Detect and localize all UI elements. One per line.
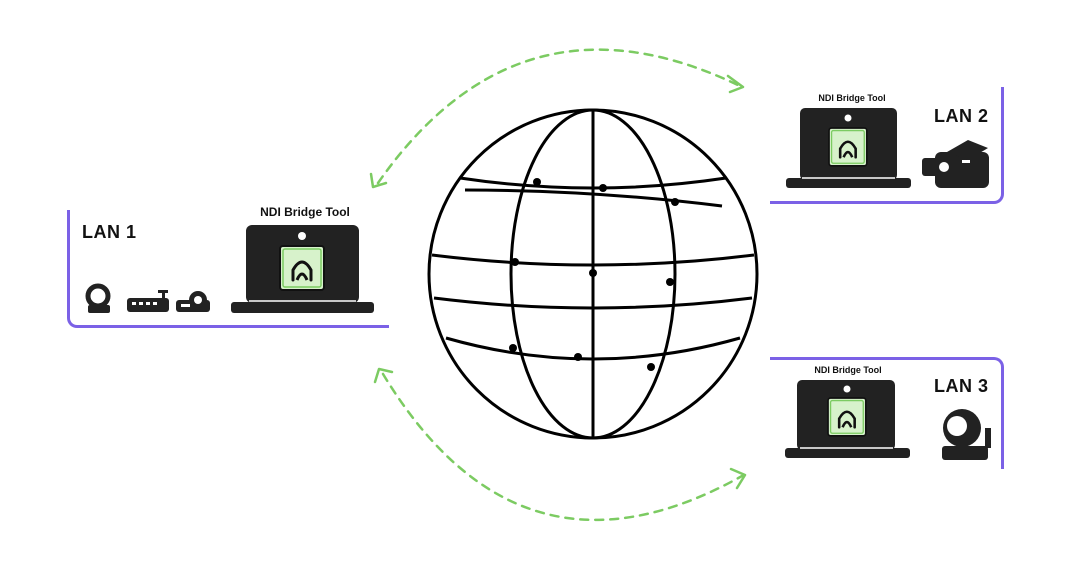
arrowhead-lan1-top [369, 172, 388, 189]
arrowhead-lan3 [729, 467, 747, 490]
ndi-bridge-app-icon [827, 126, 869, 168]
lan2-tool-label: NDI Bridge Tool [818, 93, 886, 103]
connection-arrows [376, 48, 744, 522]
lan3-laptop [785, 380, 910, 458]
lan1-title: LAN 1 [82, 222, 137, 242]
lan1-tool-label: NDI Bridge Tool [260, 205, 350, 219]
network-switch-icon [127, 290, 169, 312]
arrowhead-lan1-bottom [373, 367, 394, 384]
lan2-laptop [786, 108, 911, 188]
lan2-title: LAN 2 [934, 106, 989, 126]
arrow-lan1-lan3 [381, 372, 744, 522]
video-camera-icon [922, 140, 989, 188]
ndi-bridge-app-icon [278, 244, 326, 292]
projector-icon [176, 291, 210, 312]
lan3-tool-label: NDI Bridge Tool [814, 365, 882, 375]
lan1-frame [67, 210, 389, 328]
lan3-frame [770, 357, 1004, 469]
arrow-lan1-lan2 [376, 48, 742, 185]
webcam-icon [85, 283, 111, 313]
globe-nodes [509, 178, 679, 371]
arrowhead-lan2 [726, 74, 745, 94]
lan1-laptop [231, 225, 374, 313]
lan3-title: LAN 3 [934, 376, 989, 396]
ptz-camera-icon [942, 409, 991, 460]
ndi-bridge-app-icon [826, 396, 868, 438]
lan2-frame [770, 87, 1004, 204]
